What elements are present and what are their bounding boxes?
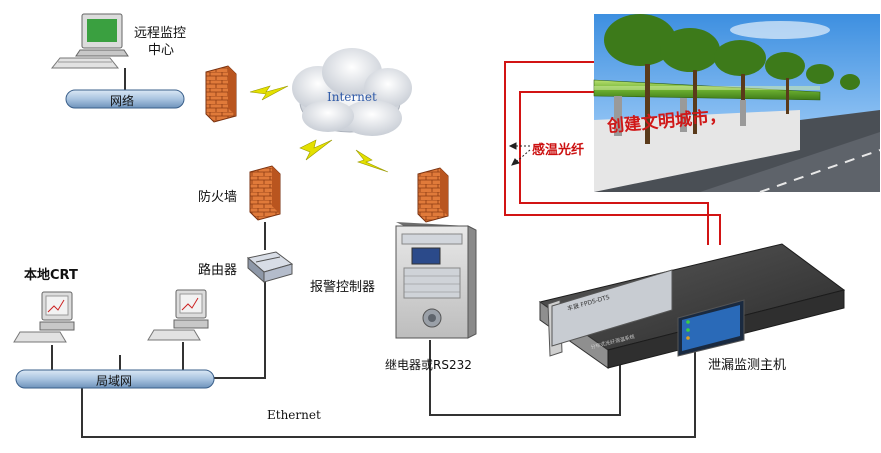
label-lan: 局域网 bbox=[96, 374, 133, 388]
label-local-crt: 本地CRT bbox=[24, 268, 78, 283]
label-relay-rs232: 继电器或RS232 bbox=[385, 358, 472, 372]
lightning-icon-1 bbox=[249, 85, 289, 101]
lightning-icon-3 bbox=[355, 149, 389, 173]
internet-cloud-icon bbox=[292, 48, 412, 136]
router-icon bbox=[246, 251, 294, 284]
ethernet-cable bbox=[81, 335, 696, 438]
relay-cable bbox=[429, 340, 621, 416]
local-computer-icon-2 bbox=[147, 289, 209, 341]
fiber-pointer-arrow bbox=[508, 142, 531, 166]
label-remote-center-line1: 远程监控 bbox=[134, 26, 187, 41]
label-host-unit: 泄漏监测主机 bbox=[708, 358, 787, 373]
label-remote-center-line2: 中心 bbox=[148, 43, 175, 58]
local-computer-icon-1 bbox=[13, 291, 75, 343]
label-ethernet: Ethernet bbox=[267, 408, 321, 422]
firewall-icon-alarm bbox=[417, 167, 449, 223]
firewall-icon-middle bbox=[249, 165, 281, 221]
lan-bar bbox=[15, 369, 215, 389]
label-internet: Internet bbox=[327, 90, 377, 104]
label-firewall: 防火墙 bbox=[198, 190, 238, 205]
cable-group bbox=[51, 68, 696, 438]
label-alarm-controller: 报警控制器 bbox=[310, 280, 376, 295]
lightning-icon-2 bbox=[299, 139, 333, 161]
network-bar bbox=[65, 89, 185, 109]
sensor-fiber-outer bbox=[504, 61, 721, 245]
street-photo bbox=[593, 14, 881, 193]
label-sensor-fiber: 感温光纤 bbox=[532, 143, 585, 158]
label-network: 网络 bbox=[110, 94, 135, 108]
sensor-fiber-inner bbox=[519, 91, 709, 245]
label-router: 路由器 bbox=[198, 263, 238, 278]
router-lan-cable bbox=[212, 280, 266, 379]
firewall-icon-top bbox=[205, 65, 237, 123]
alarm-controller-cabinet bbox=[395, 222, 477, 339]
remote-computer-icon bbox=[50, 13, 129, 69]
host-unit-device bbox=[538, 243, 846, 369]
sensor-fiber-group bbox=[504, 61, 721, 245]
